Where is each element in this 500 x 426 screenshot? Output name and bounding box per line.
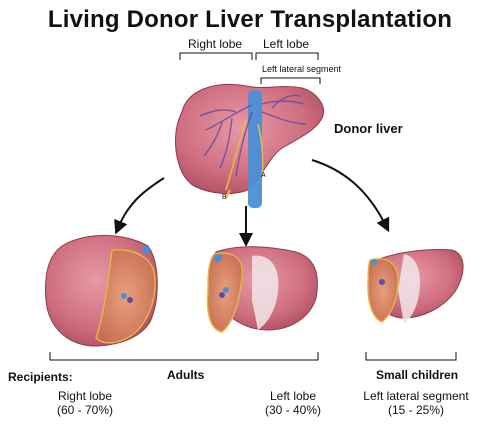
graft-name: Left lateral segment bbox=[363, 389, 469, 403]
small-children-label: Small children bbox=[376, 368, 459, 382]
adults-label: Adults bbox=[167, 368, 205, 382]
donor-liver bbox=[175, 83, 324, 208]
left-lobe-bracket bbox=[255, 52, 319, 60]
small-children-bracket bbox=[365, 352, 457, 361]
graft-left-lobe: Left lobe (30 - 40%) bbox=[248, 389, 338, 417]
right-lobe-graft bbox=[45, 235, 158, 347]
graft-range: (60 - 70%) bbox=[56, 403, 114, 417]
diagram-title: Living Donor Liver Transplantation bbox=[47, 6, 453, 33]
graft-left-lateral-segment: Left lateral segment (15 - 25%) bbox=[356, 389, 476, 417]
marker-a: A bbox=[261, 172, 266, 179]
adults-bracket bbox=[49, 352, 319, 361]
arrow-to-right-lobe bbox=[114, 177, 165, 235]
graft-range: (15 - 25%) bbox=[387, 403, 445, 417]
left-lateral-segment-graft bbox=[367, 249, 464, 324]
left-lateral-segment-label: Left lateral segment bbox=[262, 64, 342, 74]
donor-liver-label: Donor liver bbox=[334, 121, 403, 136]
right-lobe-bracket bbox=[179, 52, 253, 60]
left-lateral-bracket bbox=[260, 77, 321, 84]
recipients-label: Recipients: bbox=[8, 370, 73, 384]
marker-b: B bbox=[222, 194, 227, 201]
right-lobe-label: Right lobe bbox=[188, 37, 243, 51]
graft-name: Left lobe bbox=[269, 389, 317, 403]
left-lobe-graft bbox=[206, 246, 318, 333]
left-lobe-label: Left lobe bbox=[263, 37, 310, 51]
graft-range: (30 - 40%) bbox=[264, 403, 322, 417]
graft-name: Right lobe bbox=[57, 389, 113, 403]
arrow-to-left-lateral bbox=[311, 159, 390, 233]
graft-right-lobe: Right lobe (60 - 70%) bbox=[40, 389, 130, 417]
